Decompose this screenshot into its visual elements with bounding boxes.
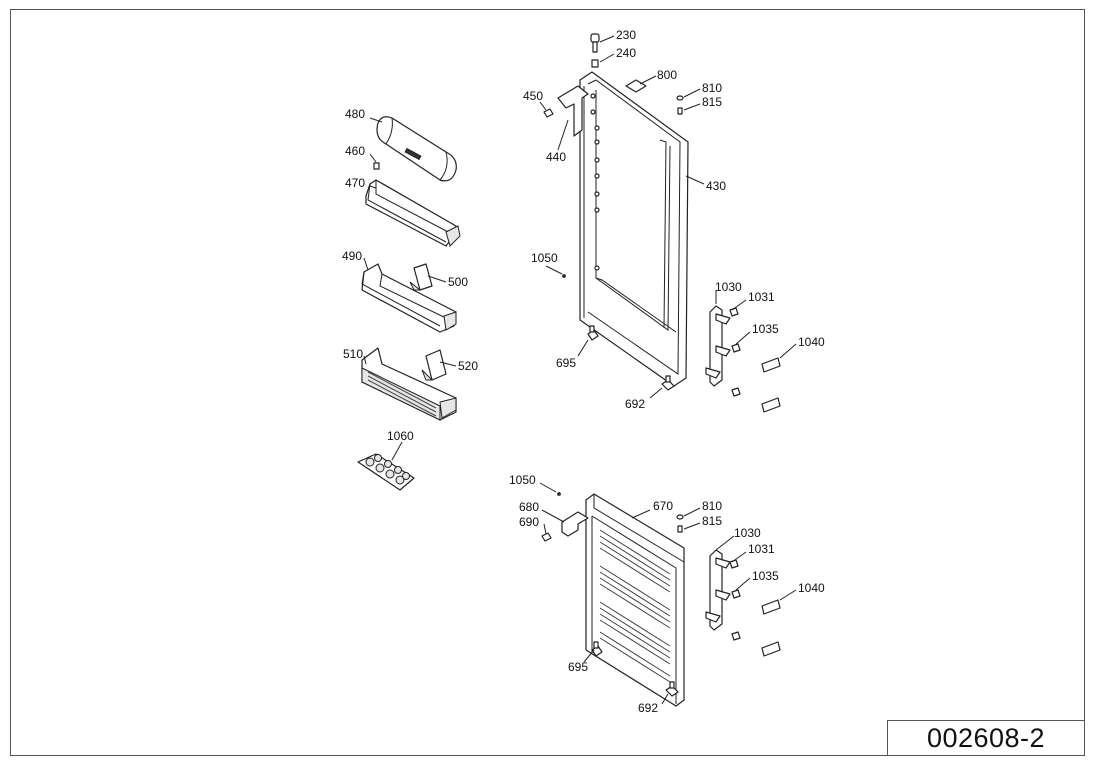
label-692-lower: 692 xyxy=(638,701,658,715)
part-1050-pin-lower xyxy=(557,492,561,496)
label-692-upper: 692 xyxy=(625,397,645,411)
part-815-screw-lower xyxy=(677,525,683,533)
part-1031-screw-upper xyxy=(729,307,739,317)
label-1030-upper: 1030 xyxy=(715,280,742,294)
label-815-lower: 815 xyxy=(702,514,722,528)
part-1031-screw-lower xyxy=(729,559,739,569)
part-240-bushing xyxy=(591,59,599,68)
drawing-code-box: 002608-2 xyxy=(887,720,1085,756)
label-460: 460 xyxy=(345,144,365,158)
part-1050-pin-upper xyxy=(562,274,566,278)
label-670: 670 xyxy=(653,499,673,513)
part-510-shelf xyxy=(361,347,457,421)
drawing-frame xyxy=(10,9,1085,756)
label-695-lower: 695 xyxy=(568,660,588,674)
label-810-upper: 810 xyxy=(702,81,722,95)
part-695-hinge-lower xyxy=(591,641,603,657)
label-680: 680 xyxy=(519,500,539,514)
label-1040-upper: 1040 xyxy=(798,335,825,349)
label-1040-lower: 1040 xyxy=(798,581,825,595)
part-695-hinge-upper xyxy=(587,325,599,341)
part-815-screw-upper xyxy=(677,107,683,115)
part-810-washer-lower xyxy=(676,514,684,520)
label-490: 490 xyxy=(342,249,362,263)
part-1040-cover-upper xyxy=(761,357,781,413)
label-1035-upper: 1035 xyxy=(752,322,779,336)
label-230: 230 xyxy=(616,28,636,42)
label-1050-upper: 1050 xyxy=(531,251,558,265)
leader-lines xyxy=(363,35,797,705)
label-815-upper: 815 xyxy=(702,95,722,109)
part-680-handle xyxy=(561,511,589,537)
part-1060-egg-tray xyxy=(357,453,415,491)
part-800-plate xyxy=(625,79,647,93)
part-1030-hinge-bracket-upper xyxy=(705,305,731,387)
label-1031-upper: 1031 xyxy=(748,290,775,304)
part-230-hinge-pin xyxy=(590,33,600,53)
label-690: 690 xyxy=(519,515,539,529)
part-1030-hinge-bracket-lower xyxy=(705,549,731,631)
label-1030-lower: 1030 xyxy=(734,526,761,540)
label-810-lower: 810 xyxy=(702,499,722,513)
part-690-screw xyxy=(541,532,552,542)
part-692-bushing-lower xyxy=(665,681,679,697)
part-1035-screw-upper xyxy=(731,343,741,397)
label-500: 500 xyxy=(448,275,468,289)
label-520: 520 xyxy=(458,359,478,373)
part-1040-cover-lower xyxy=(761,599,781,657)
part-520-divider xyxy=(421,349,447,381)
part-440-handle xyxy=(557,85,589,137)
label-470: 470 xyxy=(345,176,365,190)
label-510: 510 xyxy=(343,347,363,361)
label-450: 450 xyxy=(523,89,543,103)
part-490-shelf xyxy=(361,263,457,333)
lower-door-grille xyxy=(599,529,671,683)
label-1060: 1060 xyxy=(387,429,414,443)
label-440: 440 xyxy=(546,150,566,164)
part-810-washer-upper xyxy=(676,95,684,101)
label-1035-lower: 1035 xyxy=(752,569,779,583)
label-1031-lower: 1031 xyxy=(748,542,775,556)
part-1035-screw-lower xyxy=(731,589,741,641)
label-695-upper: 695 xyxy=(556,356,576,370)
part-480-shelf-cover xyxy=(376,116,457,182)
part-670-lower-door xyxy=(585,493,685,707)
drawing-code: 002608-2 xyxy=(926,722,1046,753)
label-480: 480 xyxy=(345,107,365,121)
part-430-upper-door xyxy=(579,71,689,387)
part-470-shelf xyxy=(365,179,461,247)
part-labels: 230 240 800 810 815 450 440 430 480 460 … xyxy=(342,28,825,715)
part-450-screw xyxy=(543,108,554,118)
part-500-divider xyxy=(409,263,433,291)
label-240: 240 xyxy=(616,46,636,60)
part-692-bushing-upper xyxy=(661,375,675,391)
label-1050-lower: 1050 xyxy=(509,473,536,487)
label-430: 430 xyxy=(706,179,726,193)
label-800: 800 xyxy=(657,68,677,82)
part-460-screw xyxy=(373,162,380,170)
